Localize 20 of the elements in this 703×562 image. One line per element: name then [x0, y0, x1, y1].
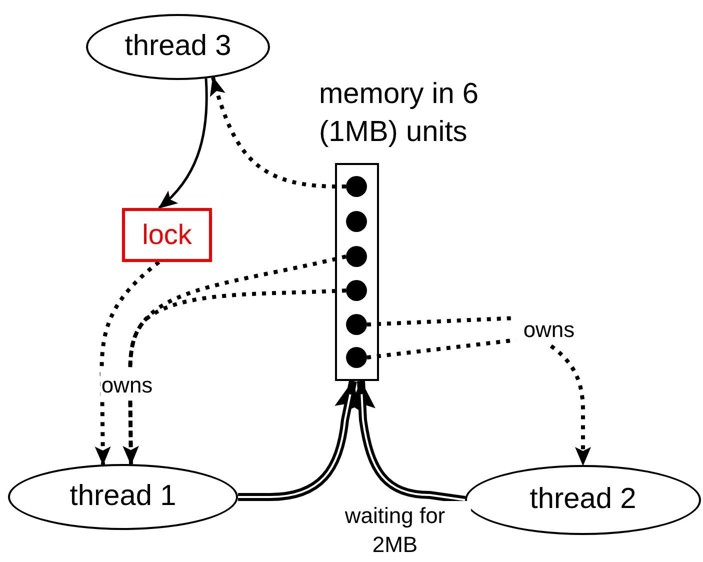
node-label: thread 2 — [530, 484, 636, 516]
memory-unit-dot — [346, 280, 366, 300]
edge-label: owns — [100, 370, 154, 400]
node-label: lock — [142, 220, 192, 250]
memory-unit-dot — [346, 176, 366, 196]
owns-text: owns — [516, 314, 582, 346]
arrow — [550, 344, 591, 466]
double-arrow — [238, 380, 360, 501]
memory-unit-dot — [346, 346, 366, 368]
double-arrow — [349, 380, 466, 504]
memory-unit-dot — [346, 210, 366, 232]
node-label: thread 3 — [124, 31, 232, 63]
memory-unit-dot — [346, 314, 366, 334]
arrow — [158, 78, 208, 209]
arrow — [94, 260, 160, 466]
node-label: thread 1 — [70, 481, 176, 513]
arrow — [122, 288, 346, 466]
lock-box — [122, 208, 212, 262]
memory-unit-dot — [346, 246, 366, 266]
memory-heading: memory in 6 (1MB) units — [319, 77, 480, 150]
